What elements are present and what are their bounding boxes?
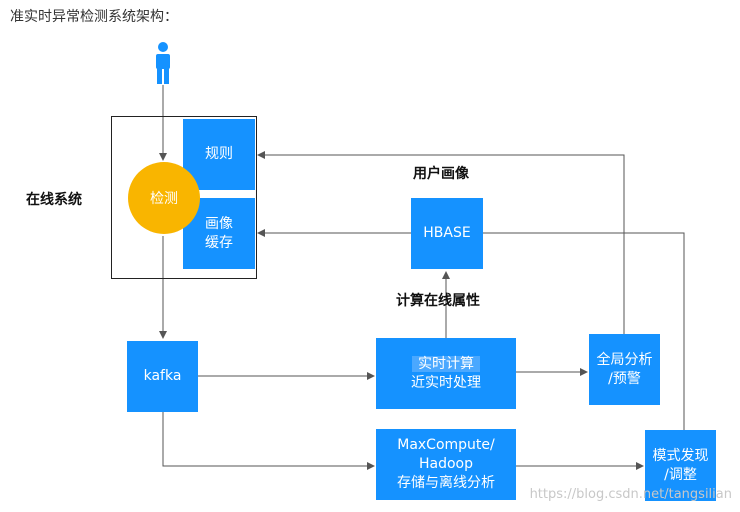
kafka-box: kafka [127, 341, 198, 412]
maxcompute-box: MaxCompute/ Hadoop 存储与离线分析 [376, 429, 516, 500]
global-to-rules-arrow [257, 151, 625, 334]
realtime-line1: 实时计算 [412, 355, 480, 372]
maxcompute-line2: Hadoop [418, 456, 473, 472]
maxcompute-line3: 存储与离线分析 [397, 475, 495, 491]
user-icon [156, 42, 170, 84]
watermark: https://blog.csdn.net/tangsilian [529, 487, 732, 502]
hbase-text: HBASE [423, 225, 471, 241]
user-profile-label: 用户画像 [413, 166, 469, 182]
detect-text: 检测 [150, 191, 178, 207]
maxcompute-line1: MaxCompute/ [397, 437, 495, 453]
rules-box: 规则 [183, 119, 255, 190]
global-analysis-line2: /预警 [608, 370, 641, 387]
hbase-box: HBASE [411, 198, 483, 269]
pattern-box: 模式发现 /调整 [645, 430, 716, 501]
profile-cache-box: 画像 缓存 [183, 198, 255, 269]
realtime-box: 实时计算 近实时处理 [376, 338, 516, 409]
kafka-to-maxcompute-arrow [162, 412, 375, 470]
global-analysis-box: 全局分析 /预警 [589, 334, 660, 405]
detect-node: 检测 [128, 162, 200, 234]
realtime-line2: 近实时处理 [411, 374, 481, 391]
kafka-text: kafka [143, 368, 182, 384]
global-analysis-line1: 全局分析 [596, 351, 653, 368]
profile-cache-line1: 画像 [205, 215, 233, 232]
pattern-line1: 模式发现 [652, 447, 709, 464]
online-system-label: 在线系统 [26, 192, 82, 208]
diagram-heading: 准实时异常检测系统架构： [10, 9, 178, 25]
profile-cache-line2: 缓存 [205, 234, 233, 251]
compute-online-attr-label: 计算在线属性 [396, 293, 480, 309]
pattern-line2: /调整 [664, 466, 697, 483]
online-system-frame [111, 116, 257, 279]
rules-text: 规则 [205, 146, 233, 162]
pattern-to-cache-arrow [257, 229, 685, 430]
